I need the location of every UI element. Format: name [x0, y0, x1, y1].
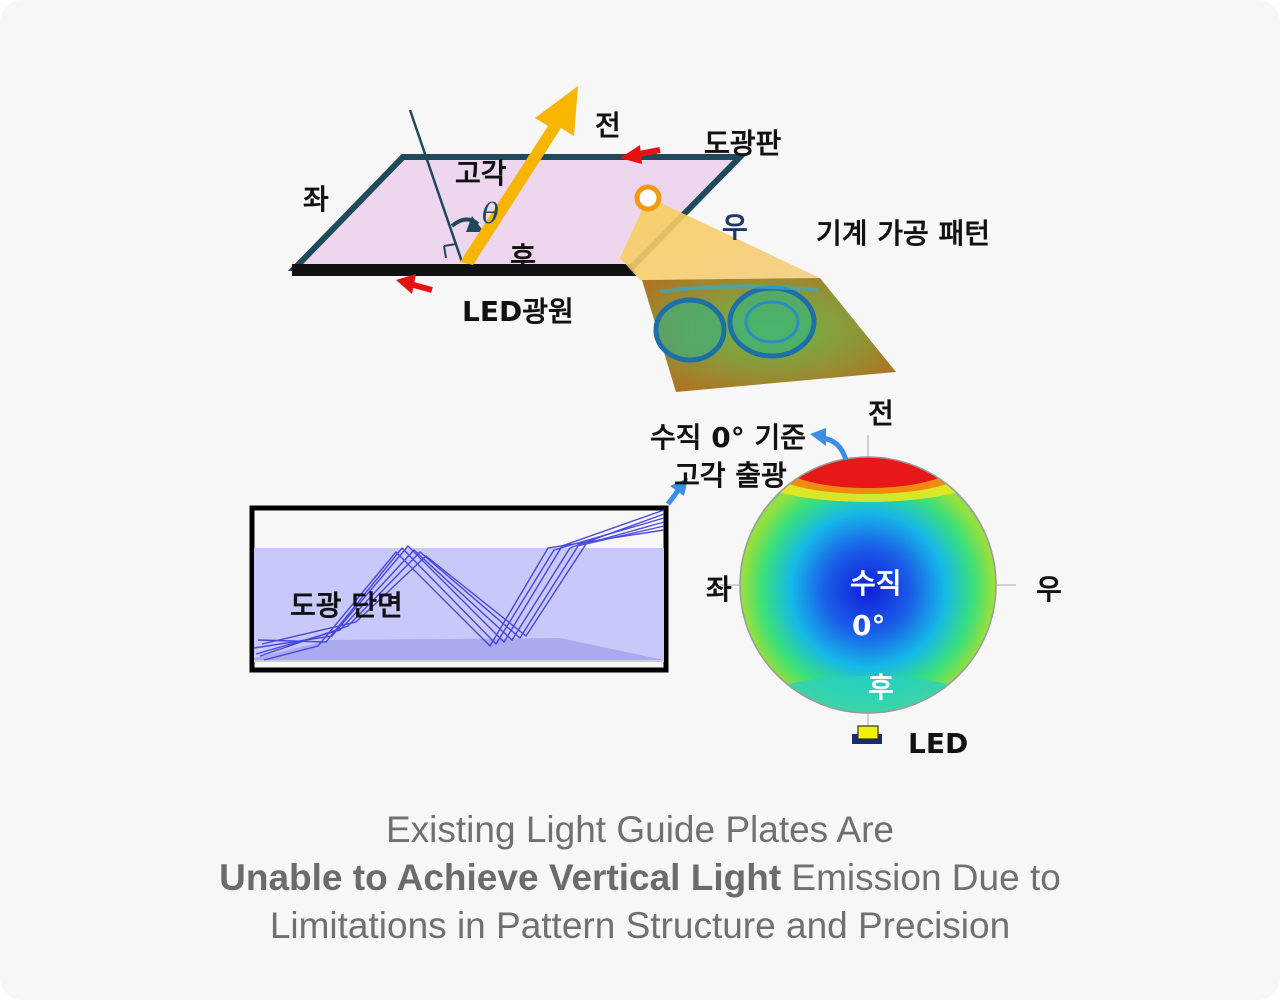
light-guide-diagram [249, 86, 1016, 744]
pattern-zoom-marker [634, 184, 662, 212]
normal-line [408, 109, 464, 263]
label-center-vertical: 수직 [850, 567, 902, 600]
caption-emphasis: Unable to Achieve Vertical Light [219, 857, 782, 898]
cross-section-box [249, 505, 669, 673]
emission-ray-arrow [460, 86, 578, 265]
angle-arrow-head [466, 216, 484, 232]
blue-arrow-sphere [810, 428, 849, 461]
figure-caption: Existing Light Guide Plates Are Unable t… [0, 806, 1280, 950]
label-led-source: LED광원 [462, 295, 574, 328]
label-vertical-reference: 수직 0° 기준 [650, 421, 807, 454]
label-theta: θ [482, 197, 499, 230]
right-angle-mark [443, 243, 457, 259]
led-icon [852, 725, 882, 744]
blue-arrow-cross-section [666, 478, 688, 506]
label-cross-section: 도광 단면 [290, 589, 403, 622]
label-rear-top: 후 [510, 241, 536, 274]
label-light-guide-plate: 도광판 [704, 127, 782, 160]
label-high-angle: 고각 [455, 157, 507, 190]
label-right-top: 우 [722, 211, 748, 244]
emission-sphere [720, 435, 1016, 730]
label-front-sphere: 전 [868, 397, 894, 430]
label-mechanical-pattern: 기계 가공 패턴 [816, 217, 991, 250]
red-arrow-plate [620, 145, 661, 164]
pattern-zoom-beam [620, 197, 820, 280]
caption-line-2: Unable to Achieve Vertical Light Emissio… [0, 854, 1280, 902]
label-rear-sphere: 후 [868, 671, 894, 704]
label-center-zero-degree: 0° [852, 609, 886, 642]
caption-line-3: Limitations in Pattern Structure and Pre… [269, 905, 1011, 946]
label-led: LED [908, 727, 969, 760]
mechanical-pattern-surface [642, 278, 896, 392]
label-left-sphere: 좌 [706, 573, 732, 606]
caption-line-1: Existing Light Guide Plates Are [385, 809, 894, 850]
label-right-sphere: 우 [1036, 573, 1062, 606]
label-high-angle-emission: 고각 출광 [674, 459, 787, 492]
red-arrow-led [396, 274, 433, 294]
label-left-top: 좌 [303, 183, 329, 216]
label-front-top: 전 [595, 109, 621, 142]
caption-line-2-rest: Emission Due to [781, 857, 1061, 898]
